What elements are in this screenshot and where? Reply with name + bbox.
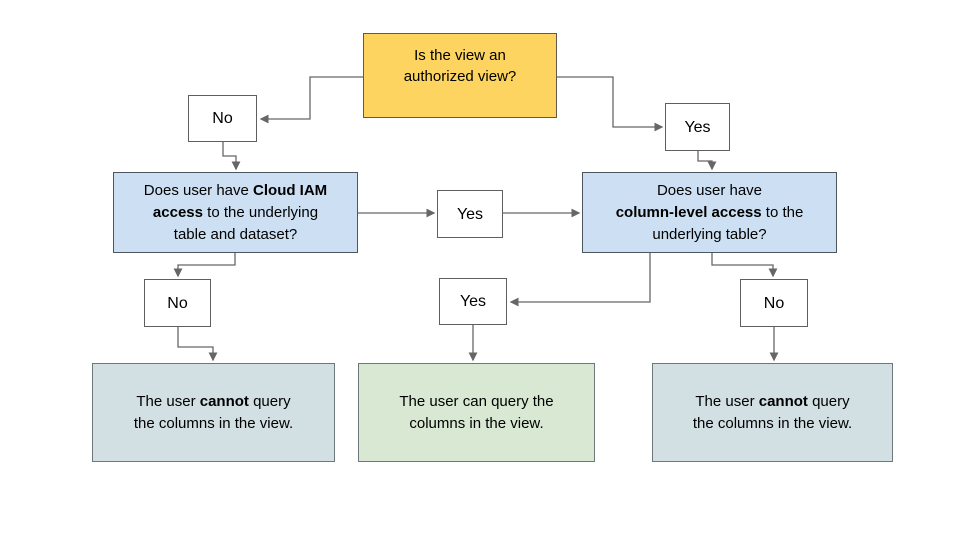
connector-column-to-no-right xyxy=(711,253,778,278)
node-yes-lower: Yes xyxy=(439,278,507,325)
outcome-right-line2: the columns in the view. xyxy=(692,414,853,432)
outcome-left-line1-bold: cannot xyxy=(199,392,249,410)
node-outcome-cannot-right: The user cannot query the columns in the… xyxy=(652,363,893,462)
question-iam-line1: Does user have Cloud IAM xyxy=(144,180,327,202)
connector-start-to-no xyxy=(259,76,363,124)
question-iam-line3: table and dataset? xyxy=(173,225,298,243)
question-col-line1: Does user have xyxy=(656,181,763,199)
start-question-line1: Is the view an xyxy=(414,47,506,64)
node-outcome-can-query: The user can query the columns in the vi… xyxy=(358,363,595,462)
question-col-line3: underlying table? xyxy=(652,225,767,243)
question-col-line2-bold: column-level access xyxy=(615,203,762,221)
outcome-left-line2: the columns in the view. xyxy=(133,414,294,432)
question-iam-line2-bold: access xyxy=(152,203,203,221)
connector-no-left-to-outcome xyxy=(177,327,218,362)
node-outcome-cannot-left: The user cannot query the columns in the… xyxy=(92,363,335,462)
question-col-line2: column-level access to the xyxy=(616,202,804,224)
start-question-line2: authorized view? xyxy=(403,68,517,85)
node-yes-top: Yes xyxy=(665,103,730,151)
question-iam-line1-bold: Cloud IAM xyxy=(253,181,328,199)
yes-lower-label: Yes xyxy=(459,293,487,310)
no-top-label: No xyxy=(212,110,233,127)
outcome-right-line1-bold: cannot xyxy=(758,392,808,410)
node-no-right: No xyxy=(740,279,808,327)
outcome-left-line1-text2: query xyxy=(248,392,291,410)
connector-yes-to-column-question xyxy=(697,151,717,171)
outcome-left-line1-text: The user xyxy=(136,392,200,410)
outcome-mid-line1: The user can query the xyxy=(399,392,554,410)
no-right-label: No xyxy=(763,294,785,312)
outcome-mid-line2: columns in the view. xyxy=(409,414,544,432)
connector-no-to-iam-question xyxy=(222,142,241,171)
node-yes-mid: Yes xyxy=(437,190,503,238)
question-iam-line1-text: Does user have xyxy=(143,181,254,199)
no-left-label: No xyxy=(167,294,188,312)
question-iam-line2-text: to the underlying xyxy=(202,203,319,221)
yes-mid-label: Yes xyxy=(456,205,484,223)
node-start-question: Is the view an authorized view? xyxy=(363,33,557,118)
yes-top-label: Yes xyxy=(684,118,711,136)
outcome-right-line1-text2: query xyxy=(807,392,850,410)
question-col-line2-text: to the xyxy=(761,203,804,221)
node-no-left: No xyxy=(144,279,211,327)
outcome-right-line1: The user cannot query xyxy=(695,391,849,413)
connector-start-to-yes xyxy=(557,76,664,132)
node-no-top: No xyxy=(188,95,257,142)
connector-column-to-yes-lower xyxy=(509,253,651,307)
connector-iam-to-no-left xyxy=(173,253,236,278)
node-question-column-level: Does user have column-level access to th… xyxy=(582,172,837,253)
node-question-cloud-iam: Does user have Cloud IAM access to the u… xyxy=(113,172,358,253)
outcome-right-line1-text: The user xyxy=(695,392,759,410)
outcome-left-line1: The user cannot query xyxy=(136,391,290,413)
question-iam-line2: access to the underlying xyxy=(153,202,318,224)
